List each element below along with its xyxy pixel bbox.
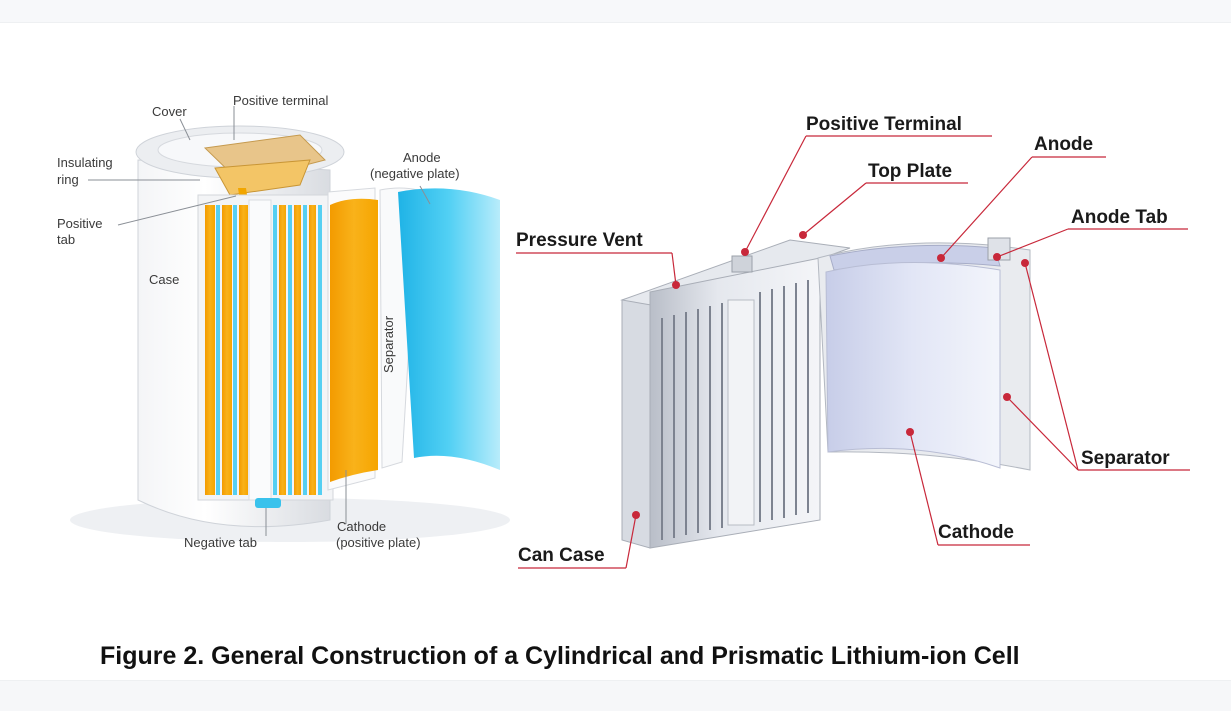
prism-positive-terminal-block bbox=[731, 255, 753, 273]
prismatic-cell bbox=[620, 237, 1031, 549]
cyl-label-positive-tab-2: tab bbox=[57, 232, 75, 247]
cyl-label-cathode-1: Cathode bbox=[337, 519, 386, 534]
cylindrical-cell bbox=[70, 125, 510, 542]
cyl-label-insulating-ring-1: Insulating bbox=[57, 155, 113, 170]
prism-center-core bbox=[727, 299, 755, 526]
cyl-label-anode-1: Anode bbox=[403, 150, 441, 165]
prism-label-anode: Anode bbox=[1034, 134, 1093, 155]
prism-marker-dots bbox=[632, 231, 1029, 519]
figure-caption: Figure 2. General Construction of a Cyli… bbox=[100, 642, 1020, 670]
cyl-negative-tab bbox=[255, 498, 281, 508]
cyl-electrode-layers bbox=[205, 199, 322, 501]
cyl-labels: Cover Positive terminal Insulating ring … bbox=[57, 93, 460, 550]
cyl-label-negative-tab: Negative tab bbox=[184, 535, 257, 550]
bottom-band bbox=[0, 680, 1231, 711]
cyl-leader-lines bbox=[88, 106, 431, 536]
top-band bbox=[0, 0, 1231, 23]
cyl-label-insulating-ring-2: ring bbox=[57, 172, 79, 187]
prism-label-positive-terminal: Positive Terminal bbox=[806, 114, 962, 135]
prism-label-anode-tab: Anode Tab bbox=[1071, 207, 1168, 228]
prism-leader-lines bbox=[516, 135, 1190, 569]
cyl-cathode-sheet bbox=[330, 198, 378, 482]
cyl-label-case: Case bbox=[149, 272, 179, 287]
prism-can-front bbox=[621, 291, 651, 549]
cyl-insulating-ring bbox=[214, 159, 311, 196]
cyl-label-cover: Cover bbox=[152, 104, 187, 119]
prism-internal-plates bbox=[661, 280, 809, 540]
prism-label-can-case: Can Case bbox=[518, 545, 605, 566]
cyl-label-anode-2: (negative plate) bbox=[370, 166, 460, 181]
prism-label-top-plate: Top Plate bbox=[868, 161, 952, 182]
prism-labels: Positive Terminal Anode Top Plate Anode … bbox=[516, 114, 1170, 566]
cyl-label-separator: Separator bbox=[381, 315, 396, 373]
cyl-anode-sheet bbox=[398, 188, 500, 470]
cyl-label-cathode-2: (positive plate) bbox=[336, 535, 421, 550]
cyl-label-positive-tab-1: Positive bbox=[57, 216, 103, 231]
prism-cathode-sheet bbox=[825, 262, 1001, 469]
prism-label-pressure-vent: Pressure Vent bbox=[516, 230, 643, 251]
prism-label-cathode: Cathode bbox=[938, 522, 1014, 543]
cyl-label-positive-terminal: Positive terminal bbox=[233, 93, 328, 108]
prism-label-separator: Separator bbox=[1081, 448, 1170, 469]
